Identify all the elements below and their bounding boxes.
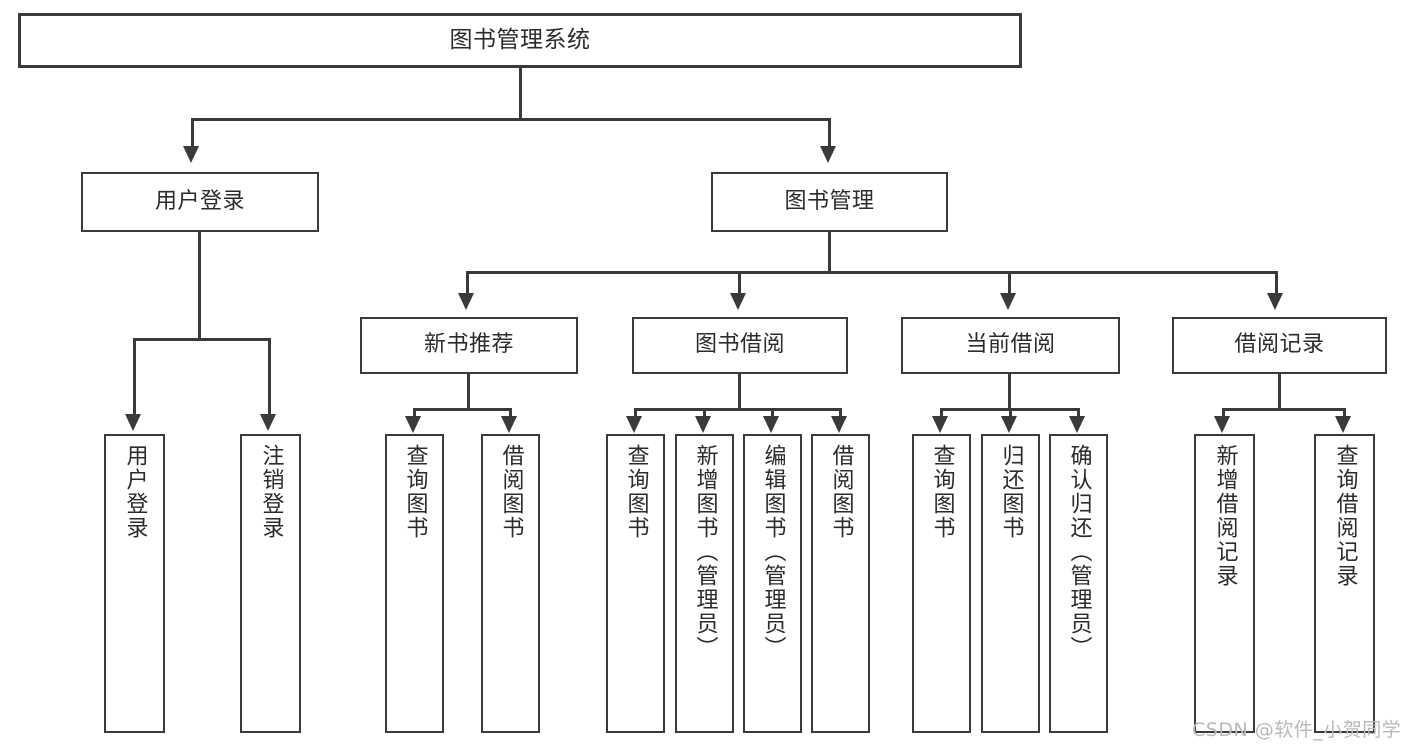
leaf-label: 归还图书	[998, 444, 1024, 540]
node-label: 图书管理	[784, 188, 875, 214]
arrow-nbr-to-leaf-2	[501, 416, 517, 433]
node-root-library-management-system[interactable]: 图书管理系统	[18, 13, 1022, 68]
leaf-label: 查询借阅记录	[1332, 444, 1358, 588]
connector-bb-drop-3	[771, 408, 774, 418]
connector-root-to-user-login	[191, 118, 194, 148]
connector-to-borrow-record	[1275, 271, 1278, 295]
node-book-management[interactable]: 图书管理	[711, 172, 948, 232]
connector-user-login-stem	[198, 232, 201, 338]
leaf-label: 查询图书	[623, 444, 649, 540]
connector-br-drop-2	[1343, 408, 1346, 418]
connector-user-login-left-drop	[133, 338, 136, 416]
arrow-nbr-to-leaf-1	[405, 416, 421, 433]
connector-bb-drop-2	[703, 408, 706, 418]
leaf-book-borrow-edit-book-admin[interactable]: 编辑图书（管理员）	[743, 434, 802, 733]
node-user-login[interactable]: 用户登录	[81, 172, 319, 232]
arrow-user-login-to-leaf-1	[125, 414, 141, 431]
node-label: 图书管理系统	[449, 26, 591, 53]
arrow-cb-to-leaf-1	[932, 416, 948, 433]
arrow-br-to-leaf-1	[1214, 416, 1230, 433]
connector-to-current-borrow	[1008, 271, 1011, 295]
node-new-book-recommend[interactable]: 新书推荐	[360, 317, 578, 374]
connector-cb-drop-1	[940, 408, 943, 418]
arrow-to-book-borrow	[730, 293, 746, 310]
csdn-watermark: CSDN @软件_小贺同学	[1192, 719, 1402, 741]
connector-book-borrow-bar	[634, 408, 842, 411]
leaf-borrow-record-add-record[interactable]: 新增借阅记录	[1194, 434, 1255, 733]
connector-to-book-borrow	[738, 271, 741, 295]
arrow-br-to-leaf-2	[1335, 416, 1351, 433]
leaf-new-book-recommend-query-book[interactable]: 查询图书	[385, 434, 444, 733]
leaf-book-borrow-query-book[interactable]: 查询图书	[606, 434, 665, 733]
arrow-to-new-book-recommend	[458, 293, 474, 310]
connector-user-login-bar	[133, 338, 271, 341]
leaf-book-borrow-add-book-admin[interactable]: 新增图书（管理员）	[675, 434, 734, 733]
connector-root-to-book-management	[828, 118, 831, 148]
leaf-current-borrow-return-book[interactable]: 归还图书	[981, 434, 1040, 733]
leaf-user-login-logout[interactable]: 注销登录	[240, 434, 301, 733]
leaf-book-borrow-borrow-book[interactable]: 借阅图书	[811, 434, 870, 733]
connector-to-new-book-recommend	[466, 271, 469, 295]
connector-borrow-record-stem	[1278, 374, 1281, 408]
leaf-current-borrow-confirm-return-admin[interactable]: 确认归还（管理员）	[1049, 434, 1108, 733]
node-book-borrow[interactable]: 图书借阅	[632, 317, 848, 374]
node-current-borrow[interactable]: 当前借阅	[901, 317, 1120, 374]
node-label: 图书借阅	[694, 332, 785, 358]
connector-bb-drop-1	[634, 408, 637, 418]
arrow-cb-to-leaf-3	[1069, 416, 1085, 433]
leaf-label: 确认归还（管理员）	[1066, 444, 1092, 660]
connector-new-book-recommend-bar	[413, 408, 511, 411]
arrow-bb-to-leaf-2	[695, 416, 711, 433]
connector-cb-drop-2	[1009, 408, 1012, 418]
arrow-bb-to-leaf-4	[831, 416, 847, 433]
arrow-to-current-borrow	[1000, 293, 1016, 310]
connector-book-management-stem	[828, 232, 831, 271]
leaf-label: 用户登录	[122, 444, 148, 540]
leaf-label: 借阅图书	[828, 444, 854, 540]
connector-bb-drop-4	[839, 408, 842, 418]
arrow-user-login-to-leaf-2	[260, 414, 276, 431]
leaf-label: 注销登录	[258, 444, 284, 540]
leaf-label: 新增图书（管理员）	[692, 444, 718, 660]
leaf-label: 新增借阅记录	[1212, 444, 1238, 588]
connector-user-login-right-drop	[268, 338, 271, 416]
connector-new-book-recommend-stem	[467, 374, 470, 408]
connector-book-management-bar	[466, 271, 1278, 274]
connector-br-drop-1	[1222, 408, 1225, 418]
connector-nbr-drop-2	[509, 408, 512, 418]
arrow-bb-to-leaf-3	[763, 416, 779, 433]
node-borrow-record[interactable]: 借阅记录	[1172, 317, 1387, 374]
arrow-cb-to-leaf-2	[1001, 416, 1017, 433]
connector-root-stem	[519, 68, 522, 118]
leaf-current-borrow-query-book[interactable]: 查询图书	[912, 434, 971, 733]
node-label: 新书推荐	[423, 332, 514, 358]
leaf-label: 借阅图书	[498, 444, 524, 540]
arrow-root-to-book-management	[820, 146, 836, 163]
leaf-label: 编辑图书（管理员）	[760, 444, 786, 660]
connector-current-borrow-stem	[1008, 374, 1011, 408]
connector-root-bar	[191, 118, 831, 121]
connector-nbr-drop-1	[413, 408, 416, 418]
leaf-new-book-recommend-borrow-book[interactable]: 借阅图书	[481, 434, 540, 733]
node-label: 当前借阅	[965, 332, 1056, 358]
node-label: 借阅记录	[1234, 332, 1325, 358]
leaf-label: 查询图书	[402, 444, 428, 540]
connector-book-borrow-stem	[738, 374, 741, 408]
leaf-user-login-user-login[interactable]: 用户登录	[104, 434, 165, 733]
node-label: 用户登录	[154, 188, 245, 214]
connector-borrow-record-bar	[1222, 408, 1346, 411]
leaf-borrow-record-query-record[interactable]: 查询借阅记录	[1314, 434, 1375, 733]
leaf-label: 查询图书	[929, 444, 955, 540]
arrow-root-to-user-login	[183, 146, 199, 163]
connector-cb-drop-3	[1077, 408, 1080, 418]
arrow-bb-to-leaf-1	[626, 416, 642, 433]
arrow-to-borrow-record	[1267, 293, 1283, 310]
